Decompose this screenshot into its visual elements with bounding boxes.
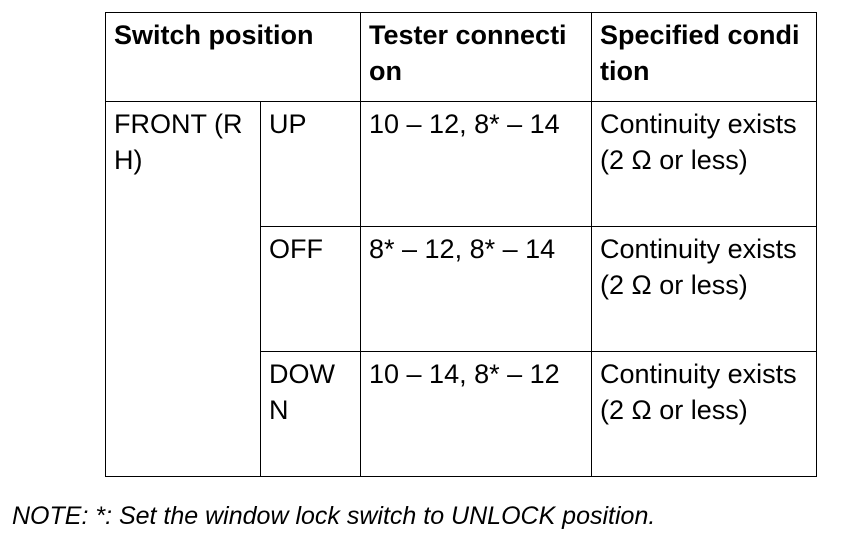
cell-condition: Continuity exists (2 Ω or less) xyxy=(591,351,817,477)
cell-connection: 8* – 12, 8* – 14 xyxy=(360,226,592,352)
cell-connection: 10 – 14, 8* – 12 xyxy=(360,351,592,477)
group-label-front-rh: FRONT (RH) xyxy=(105,101,261,477)
cell-connection: 10 – 12, 8* – 14 xyxy=(360,101,592,227)
switch-continuity-table: Switch position Tester connection Specif… xyxy=(105,12,817,477)
cell-condition: Continuity exists (2 Ω or less) xyxy=(591,101,817,227)
cell-position: DOWN xyxy=(260,351,361,477)
table-row: FRONT (RH) UP 10 – 12, 8* – 14 Continuit… xyxy=(105,101,817,477)
table-row: OFF 8* – 12, 8* – 14 Continuity exists (… xyxy=(106,226,817,352)
footnote: NOTE: *: Set the window lock switch to U… xyxy=(12,502,656,530)
cell-position: UP xyxy=(260,101,361,227)
header-specified-condition: Specified condition xyxy=(591,12,817,102)
table-header-row: Switch position Tester connection Specif… xyxy=(105,12,817,102)
cell-position: OFF xyxy=(260,226,361,352)
header-switch-position: Switch position xyxy=(105,12,361,102)
table-row: DOWN 10 – 14, 8* – 12 Continuity exists … xyxy=(106,351,817,477)
header-tester-connection: Tester connection xyxy=(360,12,592,102)
cell-condition: Continuity exists (2 Ω or less) xyxy=(591,226,817,352)
